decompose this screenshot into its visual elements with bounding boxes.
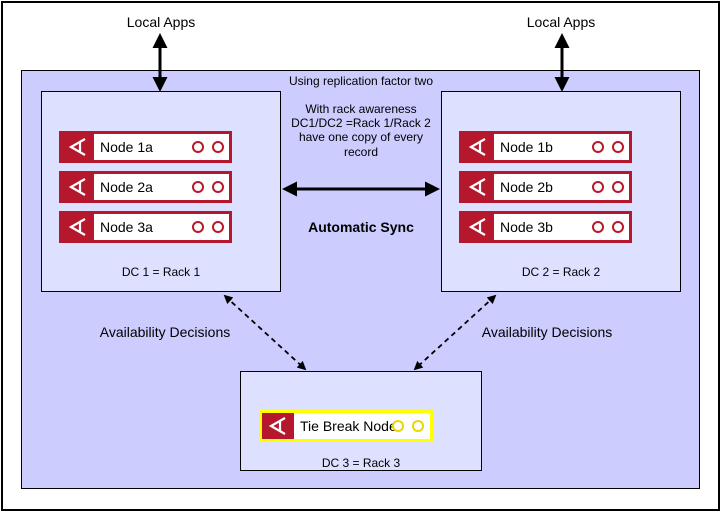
aerospike-logo-icon xyxy=(62,174,94,200)
rack-note-line-3: have one copy of every xyxy=(298,130,424,144)
aerospike-logo-icon xyxy=(62,134,94,160)
node-name: Node 1b xyxy=(500,139,553,155)
node-name: Node 3a xyxy=(100,219,153,235)
status-circle-icon xyxy=(192,141,204,153)
availability-right-label: Availability Decisions xyxy=(481,324,613,340)
status-circle-icon xyxy=(612,141,624,153)
dc3-label: DC 3 = Rack 3 xyxy=(321,456,401,470)
rack-note-line-1: With rack awareness xyxy=(305,102,417,116)
status-circle-icon xyxy=(592,141,604,153)
automatic-sync-label: Automatic Sync xyxy=(308,219,414,235)
status-circle-icon xyxy=(212,181,224,193)
status-circle-icon xyxy=(612,181,624,193)
dc2-label: DC 2 = Rack 2 xyxy=(521,265,601,279)
status-circle-icon xyxy=(192,221,204,233)
status-circle-icon xyxy=(212,141,224,153)
node-name: Node 3b xyxy=(500,219,553,235)
rack-note-line-2: DC1/DC2 =Rack 1/Rack 2 xyxy=(291,116,431,130)
status-circle-icon xyxy=(392,420,404,432)
node-2a: Node 2a xyxy=(59,171,232,203)
rack-note-line-4: record xyxy=(343,145,378,159)
tie-break-node: Tie Break Node xyxy=(259,410,433,442)
aerospike-logo-icon xyxy=(262,413,294,439)
status-circle-icon xyxy=(212,221,224,233)
status-circle-icon xyxy=(592,221,604,233)
aerospike-logo-icon xyxy=(462,214,494,240)
aerospike-logo-icon xyxy=(462,174,494,200)
node-1a: Node 1a xyxy=(59,131,232,163)
status-circle-icon xyxy=(412,420,424,432)
availability-left-arrow xyxy=(223,294,307,371)
availability-right-arrow xyxy=(413,294,497,371)
node-name: Tie Break Node xyxy=(300,418,397,434)
availability-left-label: Availability Decisions xyxy=(99,324,231,340)
status-circle-icon xyxy=(192,181,204,193)
local-apps-right-label: Local Apps xyxy=(526,14,596,30)
status-circle-icon xyxy=(592,181,604,193)
node-1b: Node 1b xyxy=(459,131,632,163)
replication-note: Using replication factor two xyxy=(288,74,434,88)
node-name: Node 1a xyxy=(100,139,153,155)
aerospike-logo-icon xyxy=(62,214,94,240)
node-name: Node 2a xyxy=(100,179,153,195)
aerospike-logo-icon xyxy=(462,134,494,160)
local-apps-left-label: Local Apps xyxy=(126,14,196,30)
node-2b: Node 2b xyxy=(459,171,632,203)
node-3a: Node 3a xyxy=(59,211,232,243)
dc1-label: DC 1 = Rack 1 xyxy=(121,265,201,279)
node-3b: Node 3b xyxy=(459,211,632,243)
status-circle-icon xyxy=(612,221,624,233)
node-name: Node 2b xyxy=(500,179,553,195)
